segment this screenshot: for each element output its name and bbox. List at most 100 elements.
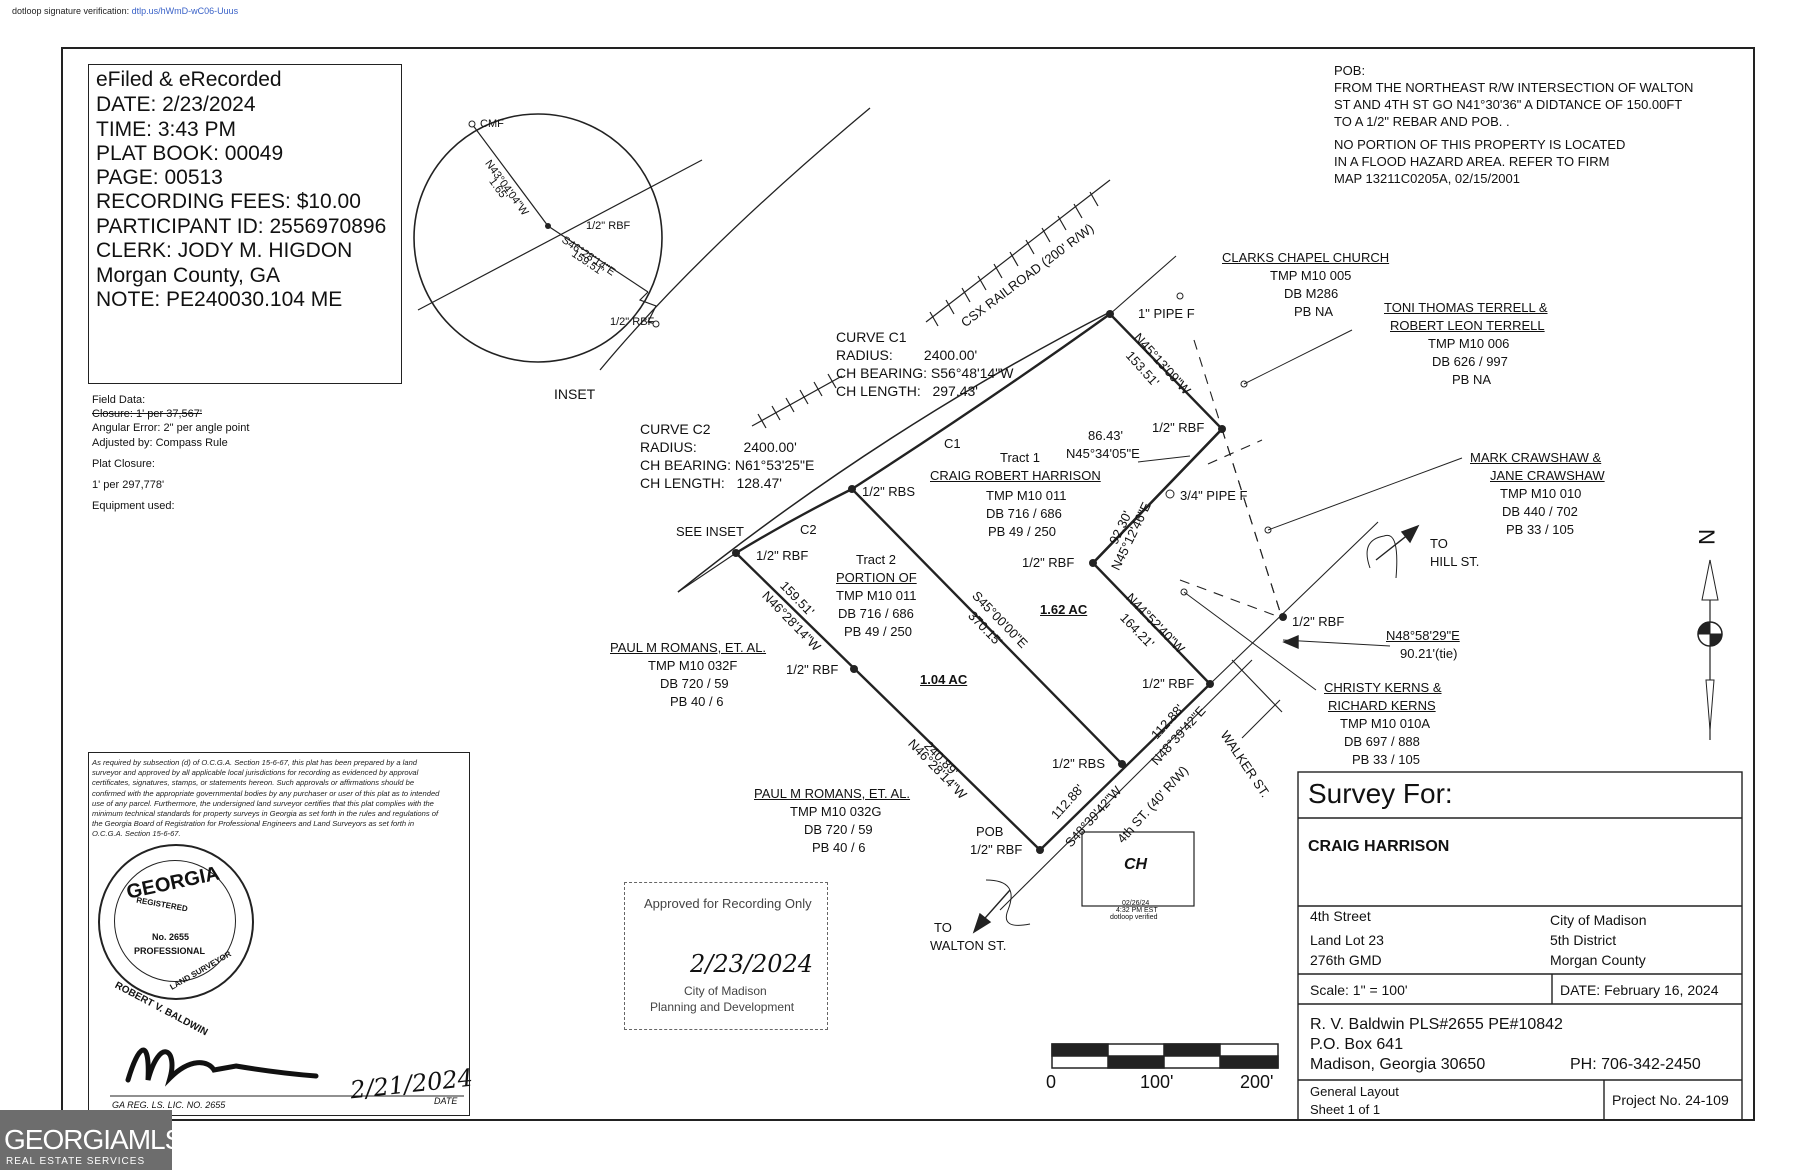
pin-pipe-34 xyxy=(1165,489,1175,499)
line-4th-st xyxy=(1039,683,1211,851)
line-s45w xyxy=(851,488,1123,765)
approval-dept: Planning and Development xyxy=(650,1000,795,1014)
tb-client: CRAIG HARRISON xyxy=(1308,838,1450,855)
label-see-inset: SEE INSET xyxy=(676,524,744,539)
dotloop-initials: CH xyxy=(1124,856,1148,873)
verification-link[interactable]: dtlp.us/hWmD-wC06-Uuus xyxy=(131,6,239,16)
scale-tick-0: 0 xyxy=(1046,1072,1057,1092)
leader-kerns xyxy=(1183,591,1317,691)
tb-survey-for: Survey For: xyxy=(1308,778,1453,809)
line-inner-east xyxy=(1092,428,1223,564)
recording-line-page: PAGE: 00513 xyxy=(96,166,223,189)
surveyor-seal-inner xyxy=(114,860,236,982)
label-rbf-d: 1/2" RBF xyxy=(786,662,839,677)
recording-line-note: NOTE: PE240030.104 ME xyxy=(96,288,343,311)
tb-surveyor: R. V. Baldwin PLS#2655 PE#10842 xyxy=(1310,1016,1563,1033)
field-data-title: Field Data: xyxy=(92,394,146,406)
kerns-name-2: RICHARD KERNS xyxy=(1328,698,1436,713)
inset-circle xyxy=(413,113,663,363)
inset-rbf-point-2 xyxy=(652,320,660,328)
inset-rbf-1: 1/2" RBF xyxy=(586,220,631,232)
railroad-hatch-1 xyxy=(925,179,1111,327)
pob-note-line-2: FROM THE NORTHEAST R/W INTERSECTION OF W… xyxy=(1334,80,1694,95)
leader-crawshaw xyxy=(1267,457,1463,531)
inset-rbf-point xyxy=(545,223,551,229)
curve-c1-length-label: CH LENGTH: xyxy=(836,383,921,399)
pin-pipe-1in xyxy=(1106,310,1114,318)
curve-c2-length-label: CH LENGTH: xyxy=(640,475,725,491)
church-name: CLARKS CHAPEL CHURCH xyxy=(1222,250,1390,265)
kerns-tmp: TMP M10 010A xyxy=(1340,716,1431,731)
tb-po-box: P.O. Box 641 xyxy=(1310,1036,1404,1053)
tb-project: Project No. 24-109 xyxy=(1612,1092,1729,1108)
label-walton-st: WALTON ST. xyxy=(930,938,1007,953)
pob-note: POB: FROM THE NORTHEAST R/W INTERSECTION… xyxy=(1334,62,1693,130)
church-tmp: TMP M10 005 xyxy=(1270,268,1352,283)
curve-c2-title: CURVE C2 xyxy=(640,421,711,437)
inset-line-1 xyxy=(471,123,549,227)
recording-line-participant: PARTICIPANT ID: 2556970896 xyxy=(96,215,387,238)
recording-line-time: TIME: 3:43 PM xyxy=(96,118,237,141)
inset-cmf-point xyxy=(468,120,476,128)
label-rbf-e: 1/2" RBF xyxy=(1142,676,1195,691)
crawshaw-name-2: JANE CRAWSHAW xyxy=(1490,468,1605,483)
verification-label: dotloop signature verification: xyxy=(12,6,130,16)
street-line-1 xyxy=(999,659,1253,911)
romans-g-name: PAUL M ROMANS, ET. AL. xyxy=(754,786,911,801)
arrow-walton-head xyxy=(972,912,992,934)
terrell-name-2: ROBERT LEON TERRELL xyxy=(1390,318,1545,333)
pin-rbf-d xyxy=(1206,680,1214,688)
dotloop-verified: dotloop verified xyxy=(1110,914,1158,921)
tract1-db: DB 716 / 686 xyxy=(986,506,1062,521)
scale-bar xyxy=(1051,1043,1279,1069)
label-pob-rbf: 1/2" RBF xyxy=(970,842,1023,857)
kerns-name-1: CHRISTY KERNS & xyxy=(1324,680,1442,695)
pin-rbf-e xyxy=(1279,613,1287,621)
signature-reg-label: GA REG. LS. LIC. NO. 2655 xyxy=(112,1100,226,1110)
crawshaw-pb: PB 33 / 105 xyxy=(1506,522,1574,537)
arrow-tie-head xyxy=(1282,634,1299,650)
field-data-adjusted: Adjusted by: Compass Rule xyxy=(92,437,228,449)
terrell-pb: PB NA xyxy=(1452,372,1492,387)
approval-city: City of Madison xyxy=(684,984,767,998)
seal-number: No. 2655 xyxy=(152,932,190,942)
pin-see-inset xyxy=(732,549,740,557)
street-line-2 xyxy=(1241,699,1281,739)
pin-rbf-c xyxy=(850,665,858,673)
flood-note-line-3: MAP 13211C0205A, 02/15/2001 xyxy=(1334,171,1520,186)
curve-c1-length: 297.43' xyxy=(932,383,978,399)
label-rbf-f: 1/2" RBF xyxy=(1292,614,1345,629)
certification-box xyxy=(88,752,470,1116)
romans-g-pb: PB 40 / 6 xyxy=(812,840,866,855)
line-n46-28w xyxy=(735,552,1041,851)
label-rbf-b: 1/2" RBF xyxy=(1022,555,1075,570)
tb-county: Morgan County xyxy=(1550,952,1646,968)
curve-c1-bearing: S56°48'14"W xyxy=(930,365,1014,381)
tb-city: City of Madison xyxy=(1550,912,1647,928)
approval-title: Approved for Recording Only xyxy=(644,896,812,911)
crawshaw-db: DB 440 / 702 xyxy=(1502,504,1578,519)
tract1-tmp: TMP M10 011 xyxy=(986,488,1067,503)
terrell-tmp: TMP M10 006 xyxy=(1428,336,1510,351)
tb-street: 4th Street xyxy=(1310,908,1371,924)
approval-date: 2/23/2024 xyxy=(690,950,814,978)
north-arrow xyxy=(1697,559,1723,740)
crawshaw-tmp: TMP M10 010 xyxy=(1500,486,1582,501)
arrow-hill-head xyxy=(1400,524,1420,544)
signature-date-label: DATE xyxy=(434,1096,458,1106)
romans-g-db: DB 720 / 59 xyxy=(804,822,873,837)
dotloop-stamp-box xyxy=(1081,831,1195,907)
pob-note-line-1: POB: xyxy=(1334,63,1366,78)
curve-c1-bearing-label: CH BEARING: xyxy=(836,365,928,381)
tract1-title: Tract 1 xyxy=(1000,450,1040,465)
field-data-closure: Closure: 1' per 37,567' xyxy=(92,408,202,420)
walton-street-curve xyxy=(985,879,1031,926)
title-block-grid xyxy=(1297,771,1743,1121)
recording-line-fees: RECORDING FEES: $10.00 xyxy=(96,190,361,213)
street-line-3 xyxy=(1231,659,1283,713)
georgia-mls-wordmark: GEORGIAMLS xyxy=(4,1124,183,1155)
curve-c2-bearing-label: CH BEARING: xyxy=(640,457,732,473)
pin-pob xyxy=(1036,846,1044,854)
flood-note-line-1: NO PORTION OF THIS PROPERTY IS LOCATED xyxy=(1334,137,1626,152)
